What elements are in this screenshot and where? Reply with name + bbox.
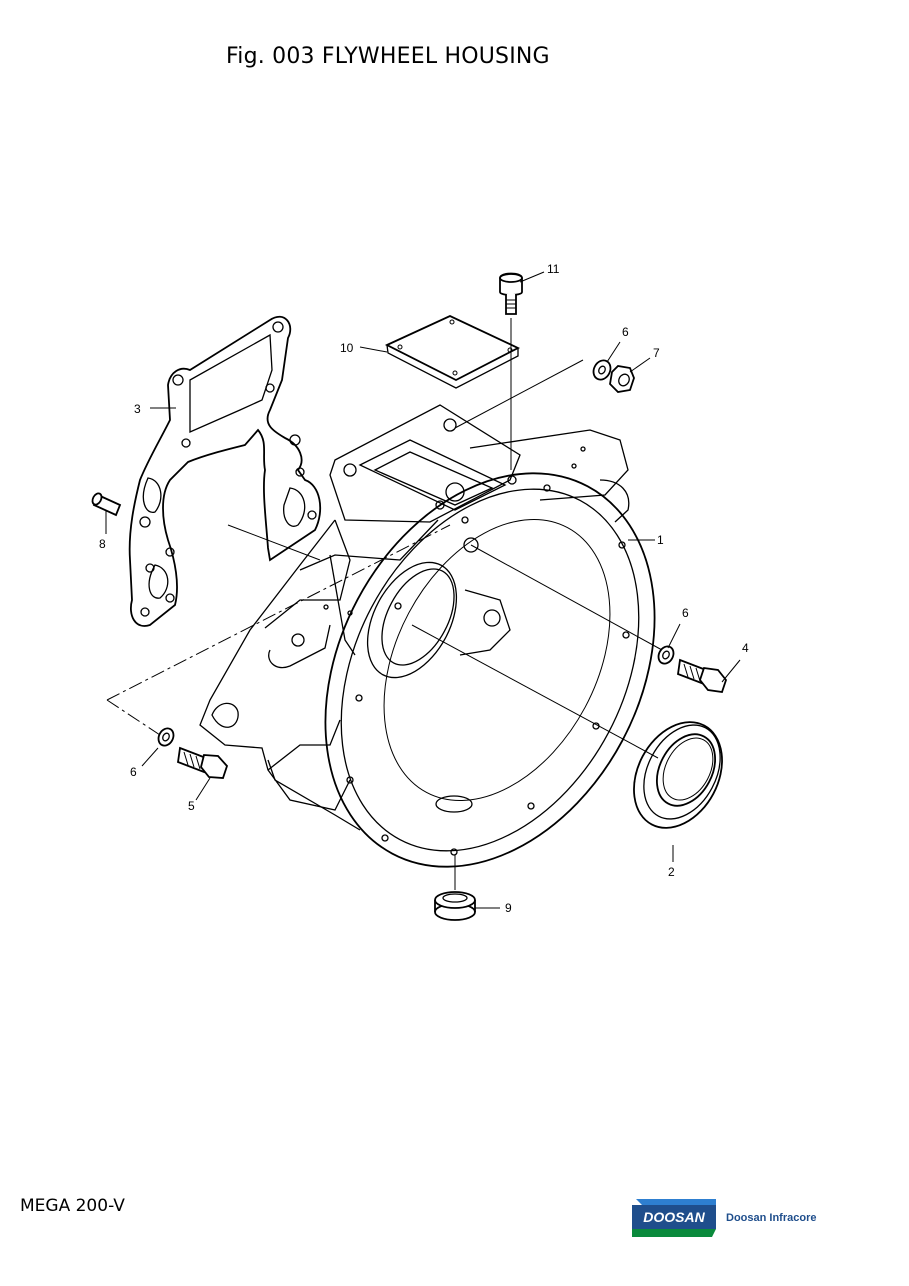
logo-text: DOOSAN [643,1209,705,1225]
doosan-logo: DOOSAN [632,1199,716,1237]
plug [434,891,476,921]
callout-2: 2 [668,865,675,879]
gasket [128,315,322,627]
cover [384,315,521,389]
callout-9: 9 [505,901,512,915]
callout-7: 7 [653,346,660,360]
callout-4: 4 [742,641,749,655]
callout-6-right: 6 [682,606,689,620]
callout-1: 1 [657,533,664,547]
screw [499,272,523,315]
callout-5: 5 [188,799,195,813]
callout-3: 3 [134,402,141,416]
model-name: MEGA 200-V [20,1196,125,1216]
washer [592,359,612,381]
bolt [677,658,728,693]
nut [609,365,635,393]
company-name: Doosan Infracore [726,1212,817,1224]
leader-lines [105,271,741,909]
pin [91,492,122,517]
callout-6-left: 6 [130,765,137,779]
oil-seal [633,721,723,829]
flywheel-housing [199,404,656,868]
callout-8: 8 [99,537,106,551]
page-title: Fig. 003 FLYWHEEL HOUSING [226,44,550,69]
callout-10: 10 [340,341,354,355]
washer [157,727,175,747]
bolt [177,746,229,779]
callout-11: 11 [547,262,560,276]
callouts: 1 2 3 4 5 6 6 6 7 8 9 10 11 [99,262,749,915]
washer [657,645,675,665]
callout-6-top: 6 [622,325,629,339]
